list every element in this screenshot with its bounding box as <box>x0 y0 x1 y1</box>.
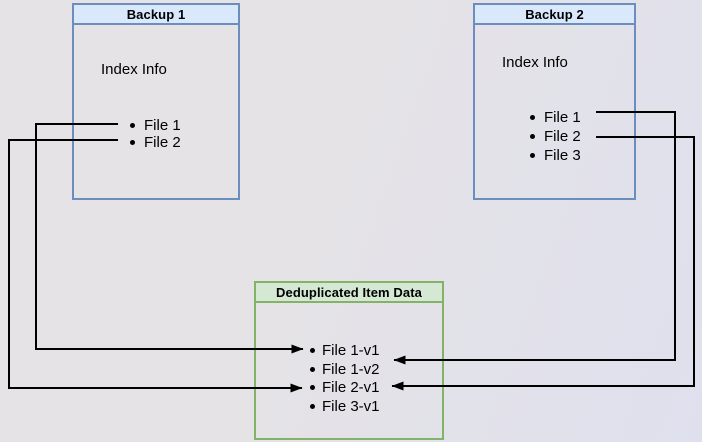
list-item: File 1-v1 <box>310 341 380 360</box>
bullet-icon <box>310 403 315 409</box>
backup2-file2-label: File 2 <box>544 128 581 145</box>
bullet-icon <box>130 123 135 128</box>
backup2-file-list: File 1 File 2 File 3 <box>530 108 581 165</box>
deduplicated-item-data-box: Deduplicated Item Data File 1-v1 File 1-… <box>254 281 444 440</box>
backup2-index-info-label: Index Info <box>502 54 568 71</box>
dedup-file2-v1-label: File 2-v1 <box>322 379 380 397</box>
bullet-icon <box>310 347 315 353</box>
list-item: File 1-v2 <box>310 360 380 379</box>
backup2-file3-label: File 3 <box>544 147 581 164</box>
list-item: File 2 <box>530 127 581 146</box>
bullet-icon <box>530 115 535 120</box>
backup2-box: Backup 2 Index Info File 1 File 2 File 3 <box>473 3 636 200</box>
bullet-icon <box>530 153 535 158</box>
bullet-icon <box>310 366 315 372</box>
backup1-index-info-label: Index Info <box>101 61 167 78</box>
dedup-file3-v1-label: File 3-v1 <box>322 397 380 415</box>
backup1-file1-label: File 1 <box>144 117 181 134</box>
list-item: File 2 <box>130 134 181 151</box>
backup2-header: Backup 2 <box>475 5 634 25</box>
backup1-box: Backup 1 Index Info File 1 File 2 <box>72 3 240 200</box>
dedup-file1-v2-label: File 1-v2 <box>322 360 380 378</box>
backup1-file2-label: File 2 <box>144 134 181 151</box>
bullet-icon <box>130 140 135 145</box>
dedup-file-list: File 1-v1 File 1-v2 File 2-v1 File 3-v1 <box>310 341 380 416</box>
bullet-icon <box>310 385 315 391</box>
dedup-header: Deduplicated Item Data <box>256 283 442 303</box>
list-item: File 1 <box>530 108 581 127</box>
dedup-file1-v1-label: File 1-v1 <box>322 341 380 359</box>
list-item: File 3 <box>530 146 581 165</box>
backup1-header: Backup 1 <box>74 5 238 25</box>
bullet-icon <box>530 134 535 139</box>
list-item: File 1 <box>130 117 181 134</box>
list-item: File 2-v1 <box>310 378 380 397</box>
backup1-file-list: File 1 File 2 <box>130 117 181 151</box>
list-item: File 3-v1 <box>310 397 380 416</box>
backup2-file1-label: File 1 <box>544 109 581 126</box>
